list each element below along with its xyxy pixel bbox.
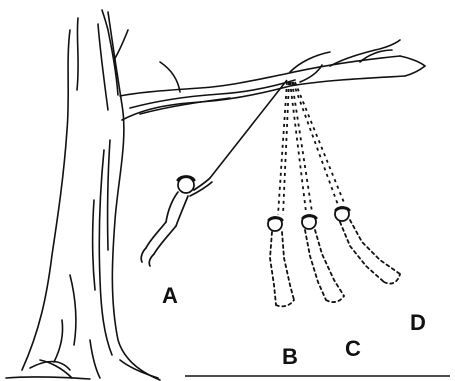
label-d: D [410,310,426,335]
swinging-boy-icon [141,177,212,266]
label-c: C [345,336,361,361]
dashed-ropes [278,82,345,215]
hanging-figure-icon [268,217,294,306]
hanging-figure-icon [302,215,344,302]
rope-solid [210,80,287,178]
hanging-figure-icon [335,207,400,284]
tree-icon [6,10,425,380]
label-b: B [282,344,298,369]
label-a: A [162,283,178,308]
